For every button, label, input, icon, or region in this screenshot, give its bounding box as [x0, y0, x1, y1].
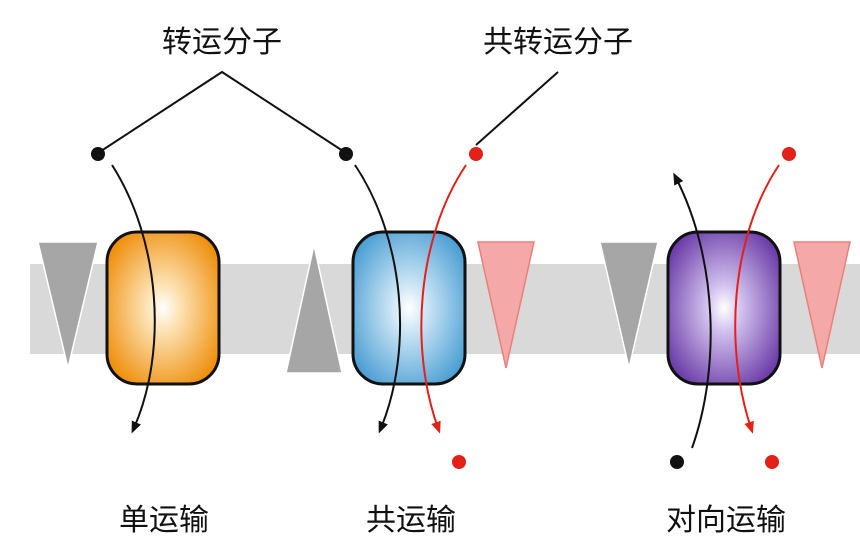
- cotransported-molecule-dot: [469, 147, 483, 161]
- red-triangle-1: [477, 241, 535, 369]
- uniporter-protein: [105, 230, 221, 386]
- label-uniport: 单运输: [119, 503, 209, 538]
- antiport-cotransport-path-arrow: [734, 164, 780, 434]
- gray-triangle-1: [37, 241, 99, 369]
- gray-triangle-2: [285, 244, 343, 374]
- callout-line-transported: [97, 70, 347, 154]
- cotransported-molecule-dot: [452, 455, 466, 469]
- label-transported-molecule: 转运分子: [162, 25, 282, 60]
- callout-line-cotransported: [475, 71, 559, 146]
- cotransported-molecule-dot: [765, 455, 779, 469]
- gray-triangle-3: [599, 241, 659, 369]
- antiport-path-arrow-outward: [673, 172, 712, 449]
- red-triangle-2: [793, 241, 851, 369]
- symport-path-arrow: [354, 164, 402, 434]
- label-antiport: 对向运输: [666, 503, 786, 538]
- molecule-dot: [670, 455, 684, 469]
- label-cotransported-molecule: 共转运分子: [483, 25, 633, 60]
- antiporter-protein: [666, 230, 782, 386]
- cotransported-molecule-dot: [782, 147, 796, 161]
- molecule-dot: [91, 147, 105, 161]
- symporter-protein: [351, 230, 467, 386]
- label-symport: 共运输: [366, 503, 456, 538]
- uniport-path-arrow: [111, 164, 156, 434]
- molecule-dot: [339, 147, 353, 161]
- symport-cotransport-path-arrow: [420, 164, 467, 434]
